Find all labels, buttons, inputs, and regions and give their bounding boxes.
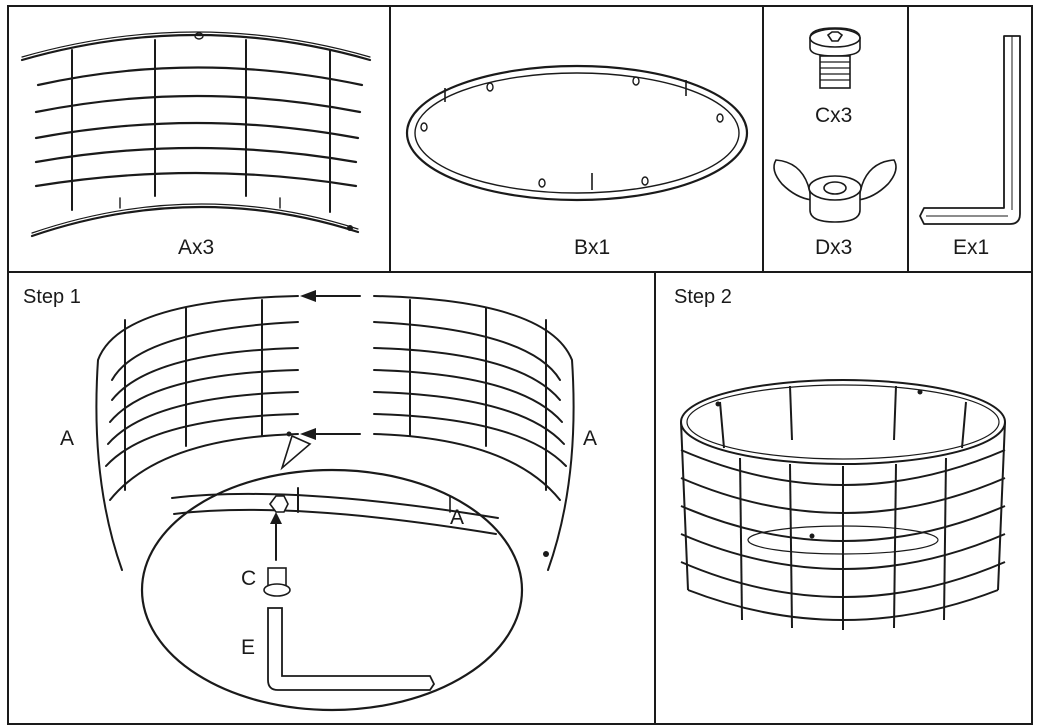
part-e-label: Ex1 (953, 236, 990, 259)
part-a-label: Ax3 (178, 236, 215, 259)
step-1-title: Step 1 (23, 286, 81, 308)
part-c-label: Cx3 (815, 104, 853, 127)
step-1-detail-a-callout: A (450, 506, 465, 529)
step-1-left-panel-callout: A (60, 427, 75, 450)
step-1-detail-c-callout: C (241, 567, 257, 590)
step-2-title: Step 2 (674, 286, 732, 308)
step-1-detail-e-callout: E (241, 636, 256, 659)
part-b-label: Bx1 (574, 236, 611, 259)
part-d-label: Dx3 (815, 236, 853, 259)
step-1-right-panel-callout: A (583, 427, 598, 450)
